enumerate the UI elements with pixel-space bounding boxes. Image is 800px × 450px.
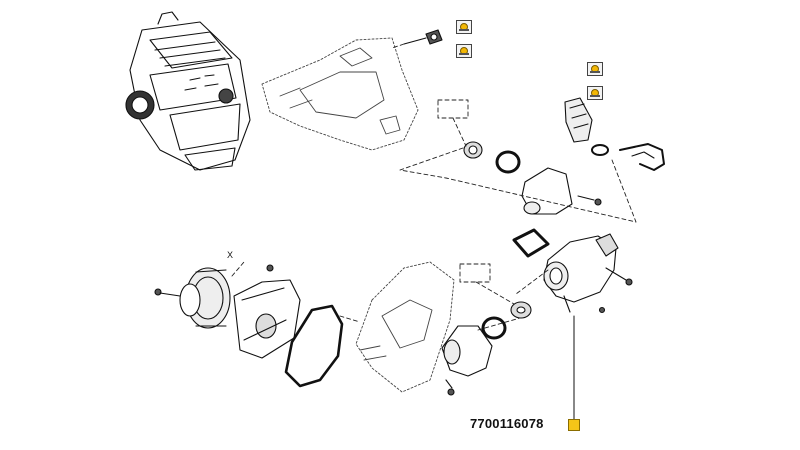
badge-icon bbox=[456, 44, 472, 58]
thermostat-sensor-assembly bbox=[564, 97, 665, 171]
water-pump-icon bbox=[154, 264, 301, 359]
lower-outlet bbox=[441, 301, 532, 396]
badge-icon bbox=[456, 20, 472, 34]
lower-block-outline bbox=[355, 261, 455, 393]
pump-gasket bbox=[284, 304, 344, 388]
cylinder-head-outline bbox=[261, 37, 419, 151]
part-tag-icon[interactable] bbox=[568, 419, 580, 431]
coolant-temp-sensor-icon bbox=[403, 29, 443, 45]
part-number[interactable]: 7700116078 bbox=[470, 416, 544, 431]
engine-block-illustration bbox=[125, 11, 251, 171]
badge-icon bbox=[587, 62, 603, 76]
callout-label: X bbox=[227, 250, 234, 260]
thermostat-icon bbox=[463, 141, 602, 258]
water-outlet-housing bbox=[543, 233, 633, 314]
badge-icon bbox=[587, 86, 603, 100]
